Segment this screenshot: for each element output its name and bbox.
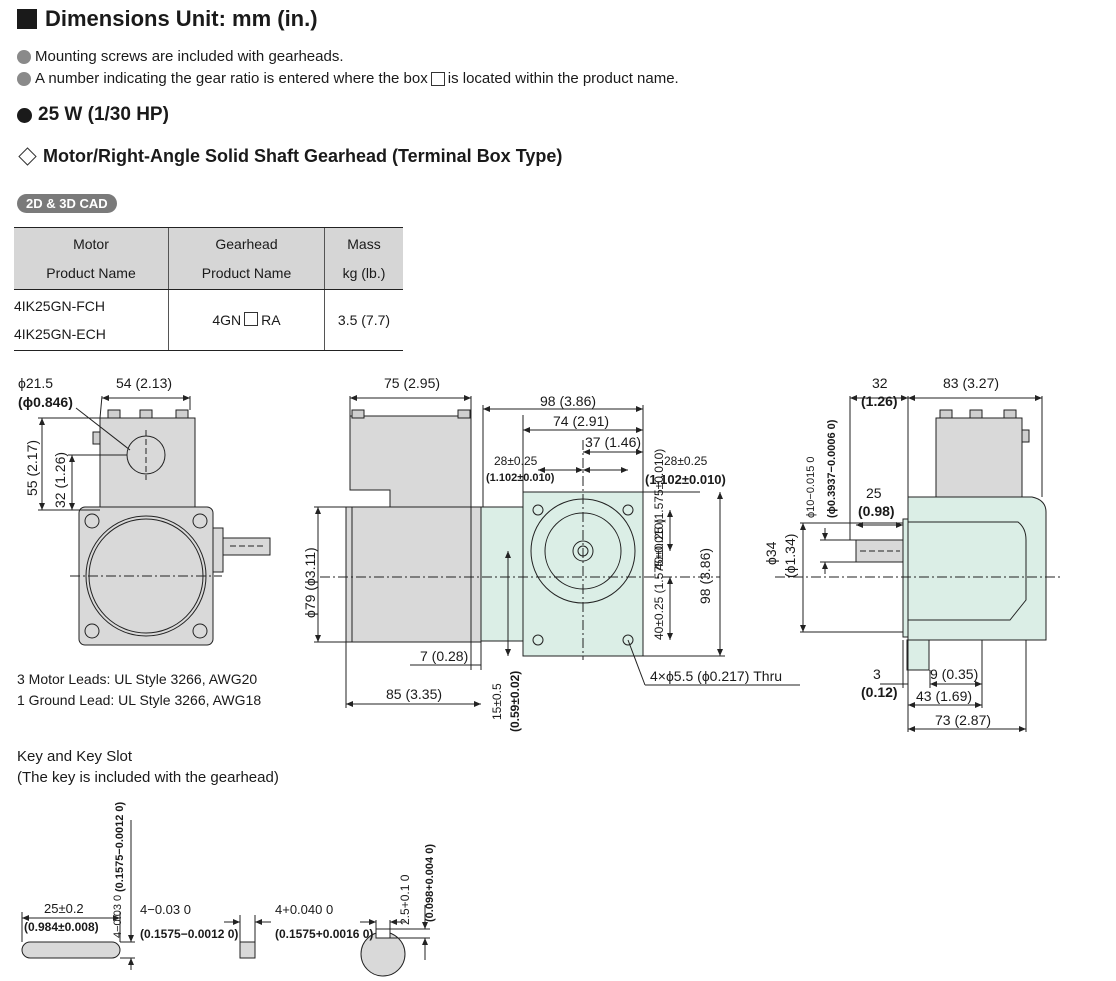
side-view — [314, 395, 800, 708]
dim-34-in: (ϕ1.34) — [782, 533, 798, 578]
dim-28b-in: (1.102±0.010) — [645, 472, 726, 487]
dim-shaft-dia-in: (ϕ0.846) — [18, 394, 73, 410]
key-height: 4−0.03 0 — [112, 894, 124, 938]
dim-98v: 98 (3.86) — [697, 547, 713, 604]
dim-54: 54 (2.13) — [116, 375, 173, 391]
gray-bullet-icon — [17, 49, 31, 64]
key-heading: Key and Key Slot — [17, 748, 133, 765]
key-subheading: (The key is included with the gearhead) — [17, 769, 279, 786]
dim-37: 37 (1.46) — [585, 434, 642, 450]
dim-3-in: (0.12) — [861, 684, 898, 700]
dim-7: 7 (0.28) — [420, 648, 469, 664]
key-width-in: (0.1575−0.0012 0) — [140, 927, 239, 941]
dim-40b: 40±0.25 (1.575±0.010) — [652, 518, 666, 640]
dim-32r-in: (1.26) — [861, 393, 898, 409]
slot-width: 4+0.040 0 — [275, 902, 334, 917]
dim-85: 85 (3.35) — [386, 686, 443, 702]
dim-32: 32 (1.26) — [52, 451, 68, 508]
power-rating: 25 W (1/30 HP) — [17, 104, 169, 126]
empty-box-icon — [430, 71, 445, 86]
slot-depth: 2.5+0.1 0 — [398, 874, 412, 925]
key-len-in: (0.984±0.008) — [24, 920, 99, 934]
slot-depth-in: (0.098+0.004 0) — [424, 844, 436, 922]
slot-width-in: (0.1575+0.0016 0) — [275, 927, 374, 941]
dim-3: 3 — [873, 666, 881, 682]
dim-shaft-dia: ϕ21.5 — [18, 375, 54, 391]
black-bullet-icon — [17, 107, 32, 123]
dim-28b: 28±0.25 — [664, 454, 708, 468]
dim-15: 15±0.5 — [490, 683, 504, 720]
dim-28a-in: (1.102±0.010) — [486, 472, 555, 484]
gray-bullet-icon — [17, 71, 31, 86]
note-mounting-screws: Mounting screws are included with gearhe… — [17, 48, 344, 65]
key-section-heading: Key and Key Slot (The key is included wi… — [17, 746, 279, 788]
dim-98: 98 (3.86) — [540, 393, 597, 409]
cad-badge[interactable]: 2D & 3D CAD — [17, 194, 117, 213]
key-len: 25±0.2 — [44, 901, 84, 916]
dim-83: 83 (3.27) — [943, 375, 1000, 391]
section-subtitle: Motor/Right-Angle Solid Shaft Gearhead (… — [17, 146, 562, 167]
dim-mounting-holes: 4×ϕ5.5 (ϕ0.217) Thru — [650, 668, 783, 684]
dim-15-in: (0.59±0.02) — [508, 670, 522, 732]
dim-55: 55 (2.17) — [24, 439, 40, 496]
key-height-in: (0.1575−0.0012 0) — [114, 801, 126, 892]
right-view — [775, 395, 1060, 732]
square-bullet-icon — [17, 9, 37, 29]
dim-32r: 32 — [872, 375, 888, 391]
dim-25: 25 — [866, 485, 882, 501]
front-view — [38, 395, 271, 646]
dim-74: 74 (2.91) — [553, 413, 610, 429]
lead-notes: 3 Motor Leads: UL Style 3266, AWG20 1 Gr… — [17, 669, 261, 711]
dim-79: ϕ79 (ϕ3.11) — [302, 547, 318, 618]
key-views — [21, 820, 430, 977]
mass-value: 3.5 (7.7) — [324, 289, 403, 351]
dim-28a: 28±0.25 — [494, 454, 538, 468]
motor-leads-note: 3 Motor Leads: UL Style 3266, AWG20 — [17, 671, 258, 687]
dim-34: ϕ34 — [763, 541, 779, 565]
dim-9: 9 (0.35) — [930, 666, 979, 682]
dim-25-in: (0.98) — [858, 503, 895, 519]
dim-shaft10: ϕ10−0.015 0 — [805, 456, 817, 518]
empty-box-icon — [244, 312, 259, 326]
dim-75: 75 (2.95) — [384, 375, 441, 391]
dim-43: 43 (1.69) — [916, 688, 973, 704]
note-gear-ratio: A number indicating the gear ratio is en… — [17, 70, 679, 87]
ground-lead-note: 1 Ground Lead: UL Style 3266, AWG18 — [17, 692, 262, 708]
page-title: Dimensions Unit: mm (in.) — [17, 6, 318, 32]
dim-73: 73 (2.87) — [935, 712, 992, 728]
key-width: 4−0.03 0 — [140, 902, 191, 917]
dim-shaft10-in: (ϕ0.3937−0.0006 0) — [826, 419, 838, 518]
